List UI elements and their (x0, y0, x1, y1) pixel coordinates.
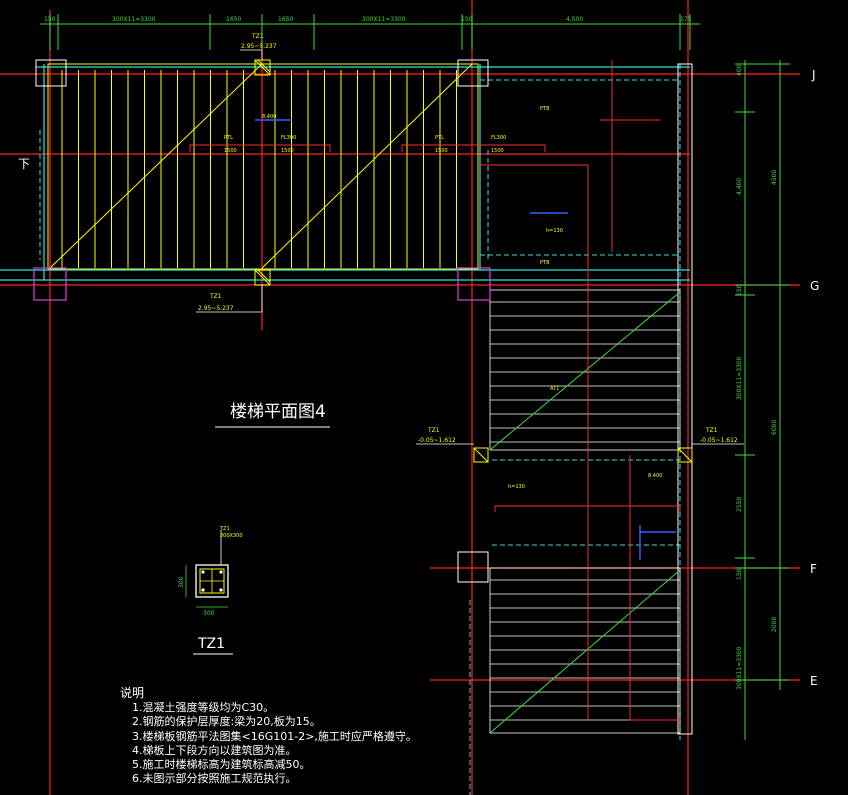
tz-label-4-elev: -0.05~1.612 (700, 437, 738, 444)
tz1-name: TZ1 (197, 636, 225, 652)
dim-top-7: 175 (680, 16, 692, 23)
lower-flight-1 (489, 289, 681, 451)
note-2: 2.钢筋的保护层厚度:梁为20,板为15。 (132, 715, 321, 729)
note-6: 6.未图示部分按照施工规范执行。 (132, 772, 297, 786)
dim-right-2: 4500 (771, 170, 778, 185)
tz-label-1-elev: 2.95~5.237 (241, 43, 277, 50)
label-elev: 8.400 (648, 473, 662, 479)
tz-label-3-name: TZ1 (427, 427, 440, 434)
right-dimension-chain (735, 60, 790, 740)
notes-panel: 说明 1.混凝土强度等级均为C30。 2.钢筋的保护层厚度:梁为20,板为15。… (118, 686, 448, 786)
note-1: 1.混凝土强度等级均为C30。 (132, 701, 275, 715)
drawing-title: 楼梯平面图4 (230, 402, 326, 422)
columns (35, 59, 489, 583)
flight-diag-1 (489, 291, 681, 451)
label-fl-2: FL300 (491, 135, 506, 141)
label-1500-3: 1500 (435, 148, 448, 154)
dim-top-6: 4,500 (566, 16, 583, 23)
upper-flight (47, 63, 479, 270)
label-1500-2: 1500 (281, 148, 294, 154)
axis-E: E (810, 674, 818, 688)
dim-top-5: 150 (461, 16, 473, 23)
dim-top-2: 1650 (226, 16, 241, 23)
label-elev-2: 8.400 (262, 114, 276, 120)
dim-top-0: 150 (44, 16, 56, 23)
dim-right-8: 2000 (771, 617, 778, 632)
axis-J: J (811, 68, 816, 82)
note-3: 3.楼梯板钢筋平法图集<16G101-2>,施工时应严格遵守。 (132, 729, 417, 743)
rebar-lines (189, 60, 681, 721)
dim-right-9: 300X11=3300 (736, 646, 743, 690)
label-h-2: h=130 (508, 484, 525, 490)
right-dimension-texts: 400 4,400 4500 150 300X11=3300 2550 6000… (736, 64, 778, 690)
beams-upper (0, 64, 690, 281)
label-ptl-2: PTL (435, 135, 444, 141)
tz1-tag-2: 300X300 (220, 533, 243, 539)
lower-flight-2 (489, 567, 681, 734)
dim-right-5: 2550 (736, 497, 743, 512)
label-ptl-1: PTL (224, 135, 233, 141)
tz-label-2-elev: 2.95~5.237 (198, 305, 234, 312)
note-4: 4.梯板上下段方向以建筑图为准。 (132, 743, 297, 757)
tz-label-4-name: TZ1 (705, 427, 718, 434)
label-ptb-1: PTB (540, 106, 550, 112)
tz-labels: TZ1 2.95~5.237 TZ1 2.95~5.237 TZ1 -0.05~… (198, 33, 738, 444)
label-1500-1: 1500 (224, 148, 237, 154)
axis-F: F (810, 562, 817, 576)
top-dimension-texts: 150 300X11=3300 1650 1650 300X11=3300 15… (44, 16, 692, 23)
right-wall (677, 63, 693, 735)
flight-diag-2 (489, 569, 681, 734)
dim-right-4: 300X11=3300 (736, 356, 743, 400)
dim-right-1: 4,400 (736, 178, 743, 195)
label-h-1: h=130 (546, 228, 563, 234)
tz1-dim-w: 300 (203, 610, 215, 617)
dim-top-1: 300X11=3300 (112, 16, 156, 23)
axis-G: G (810, 279, 819, 293)
dim-top-3: 1650 (278, 16, 293, 23)
dim-right-3: 150 (736, 284, 743, 296)
tz-label-3-elev: -0.05~1.612 (418, 437, 456, 444)
tz1-detail: TZ1 300X300 300 300 TZ1 (178, 526, 243, 655)
dim-right-0: 400 (736, 64, 743, 76)
dim-top-4: 300X11=3300 (362, 16, 406, 23)
axis-grid (0, 0, 800, 795)
tz-leaders (196, 49, 744, 445)
axis-left: 下 (18, 157, 30, 171)
label-1500-4: 1500 (491, 148, 504, 154)
tz-label-1-name: TZ1 (251, 33, 264, 40)
tz-label-2-name: TZ1 (209, 293, 222, 300)
note-5: 5.施工时楼梯标高为建筑标高减50。 (132, 758, 311, 772)
label-fl-1: FL300 (281, 135, 296, 141)
label-at1: AT1 (550, 386, 559, 392)
dim-right-6: 6000 (771, 420, 778, 435)
blue-markers (255, 119, 676, 560)
annotations: PTL FL300 1500 1500 PTL FL300 1500 1500 … (224, 106, 662, 490)
label-ptb-2: PTB (540, 260, 550, 266)
top-dimension-chain (40, 14, 700, 50)
tz1-tag-1: TZ1 (219, 526, 230, 532)
tz-posts (254, 59, 693, 463)
axis-labels: J G F E 下 (18, 68, 819, 688)
notes-title: 说明 (120, 686, 145, 700)
tz1-dim-h: 300 (178, 576, 185, 588)
columns-magenta (33, 267, 491, 301)
dim-right-7: 150 (736, 568, 743, 580)
